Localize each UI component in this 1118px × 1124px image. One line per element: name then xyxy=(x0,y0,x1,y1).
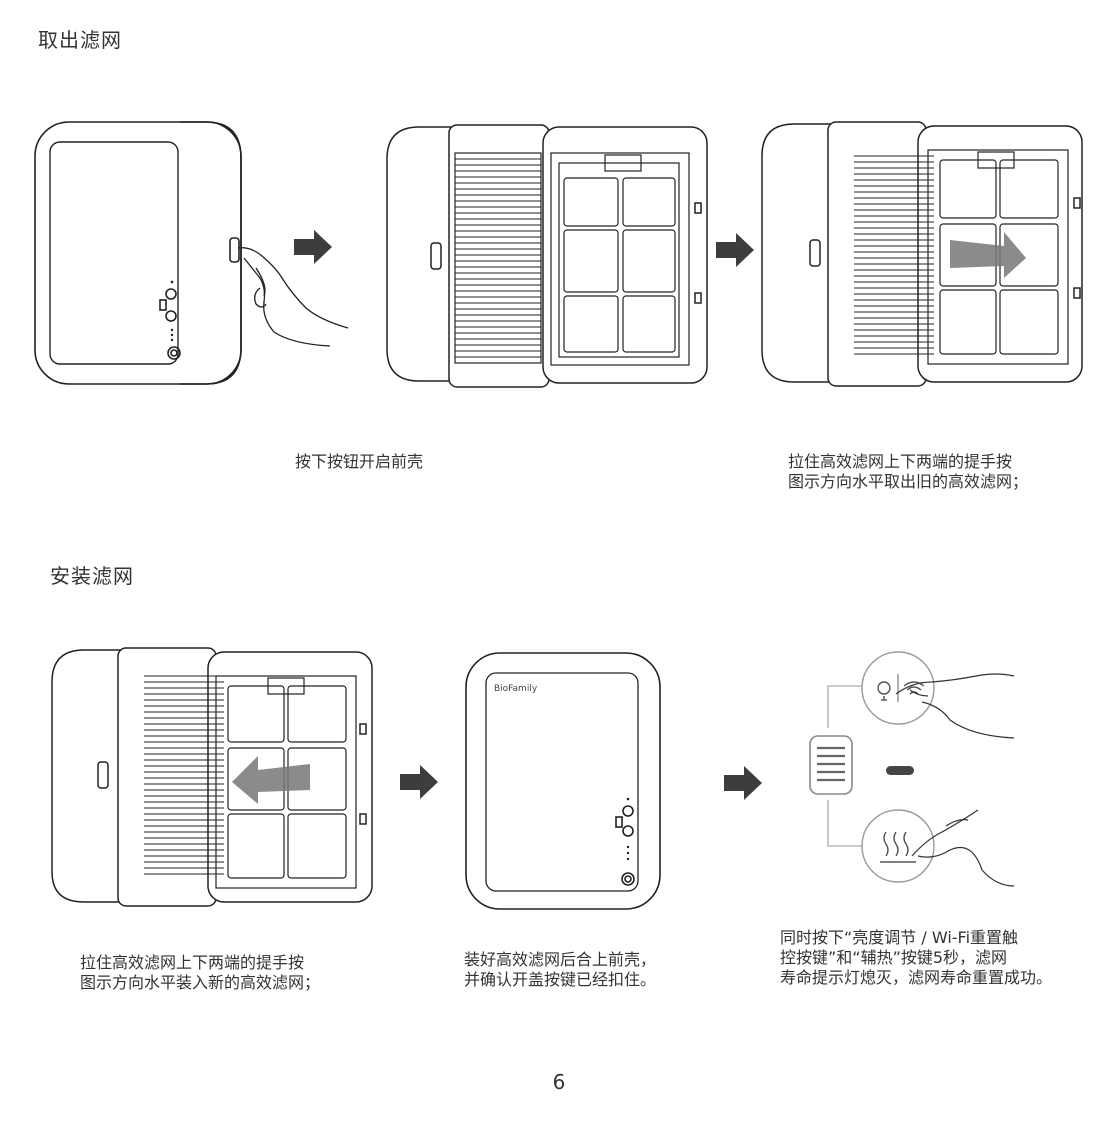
section-title-remove: 取出滤网 xyxy=(38,28,122,52)
illustration-device-open xyxy=(386,124,708,388)
hand-icon xyxy=(237,247,349,347)
section-title-install: 安装滤网 xyxy=(50,564,134,588)
hand-icon xyxy=(911,809,1015,887)
brand-logo: BioFamily xyxy=(494,684,538,694)
illustration-press-button xyxy=(34,121,349,385)
arrow-right-icon xyxy=(716,233,754,267)
arrow-right-icon xyxy=(400,765,438,799)
arrow-left-icon xyxy=(232,756,310,804)
illustration-remove-filter xyxy=(761,121,1083,387)
push-button-icon xyxy=(809,239,821,267)
caption-insert-filter: 拉住高效滤网上下两端的提手按 图示方向水平装入新的高效滤网； xyxy=(80,953,321,992)
illustration-insert-filter xyxy=(51,647,373,907)
indicator-light-icon xyxy=(886,766,914,775)
arrow-right-icon xyxy=(950,232,1026,278)
caption-close-cover: 装好高效滤网后合上前壳， 并确认开盖按键已经扣住。 xyxy=(464,950,657,989)
illustration-control-keys xyxy=(809,651,1015,887)
push-button-icon xyxy=(229,237,240,263)
page-number: 6 xyxy=(552,1070,566,1094)
caption-reset-filter-life: 同时按下“亮度调节 / Wi-Fi重置触 控按键”和“辅热”按键5秒，滤网 寿命… xyxy=(780,928,1053,987)
brightness-bulb-icon xyxy=(877,681,891,701)
push-button-icon xyxy=(97,761,109,789)
arrow-right-icon xyxy=(294,230,332,264)
hand-icon xyxy=(895,673,1015,739)
heating-icon xyxy=(880,831,916,863)
caption-remove-filter: 拉住高效滤网上下两端的提手按 图示方向水平取出旧的高效滤网； xyxy=(788,452,1029,491)
arrow-right-icon xyxy=(724,766,762,800)
caption-press-button: 按下按钮开启前壳 xyxy=(295,452,424,471)
push-button-icon xyxy=(430,242,442,270)
illustration-device-closed: BioFamily xyxy=(465,652,661,910)
